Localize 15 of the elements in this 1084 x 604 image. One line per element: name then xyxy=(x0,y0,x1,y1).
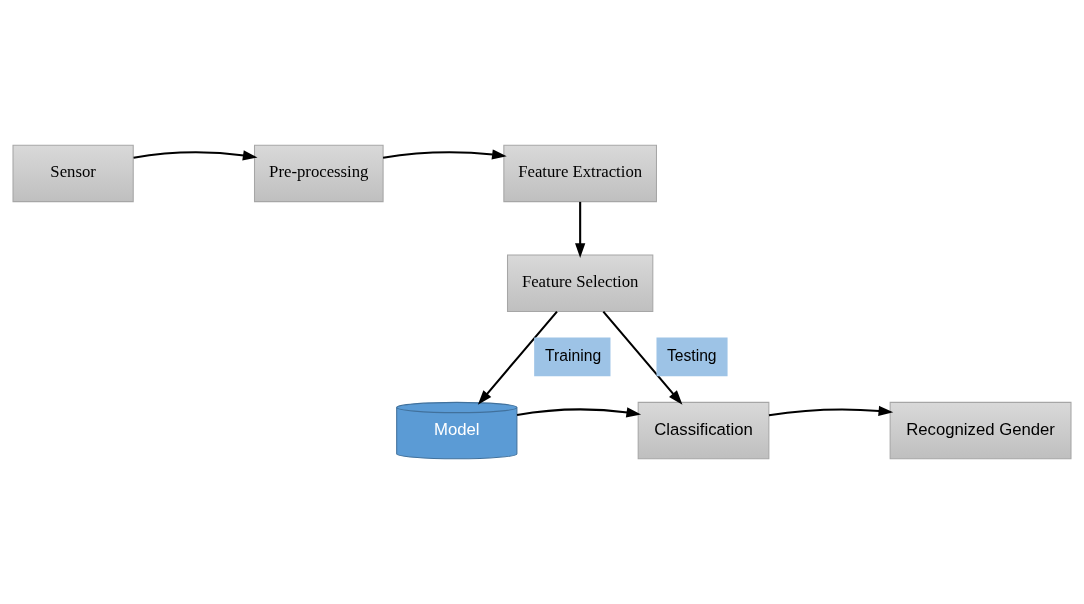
node-box: Sensor xyxy=(12,144,134,203)
node-box: Pre-processing xyxy=(253,144,384,203)
arrow xyxy=(382,149,507,160)
node-box: Feature Extraction xyxy=(503,144,657,203)
arrow xyxy=(602,310,683,405)
arrow xyxy=(768,405,894,417)
node-box: Feature Selection xyxy=(506,254,654,312)
arrow xyxy=(477,310,558,405)
edge-label: Training xyxy=(545,347,602,365)
edge-label: Testing xyxy=(666,347,717,365)
arrow xyxy=(133,150,258,161)
node-box: Classification xyxy=(637,401,770,460)
arrow xyxy=(516,407,642,418)
node-box: Recognized Gender xyxy=(889,401,1072,460)
arrow xyxy=(575,201,586,258)
